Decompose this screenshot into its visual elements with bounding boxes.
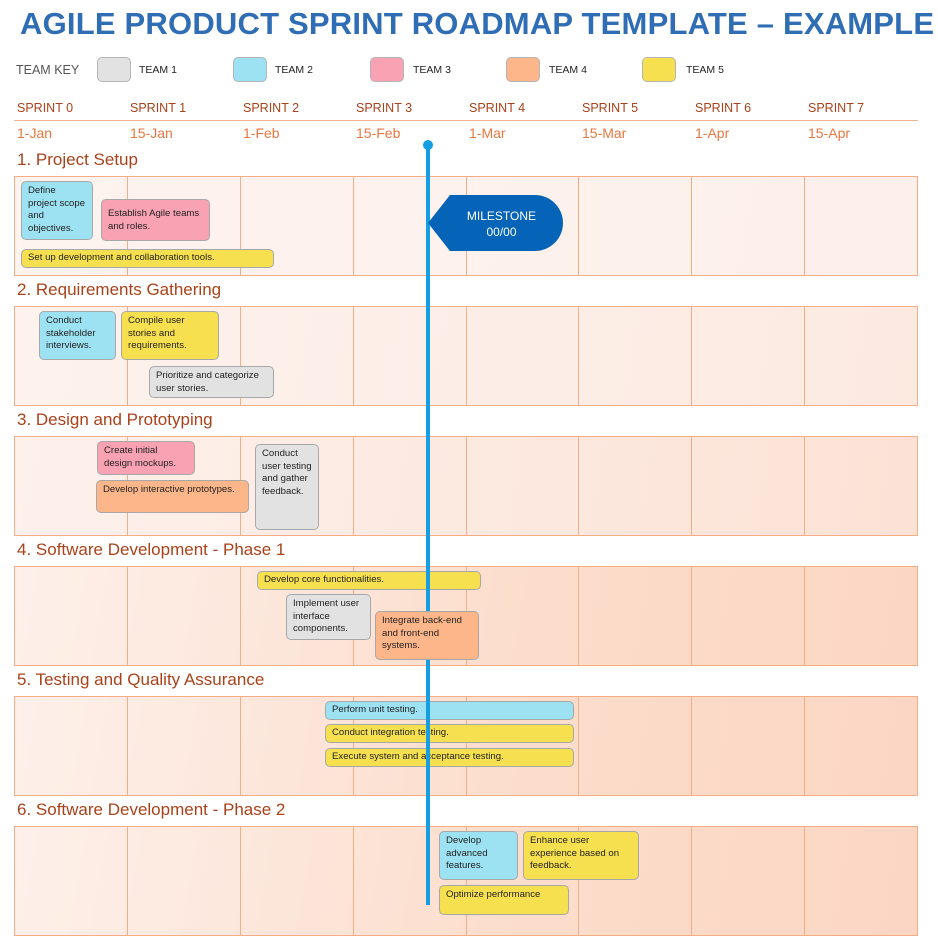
team-key-label: TEAM KEY (16, 63, 80, 77)
team-2-swatch (233, 57, 267, 82)
task-card[interactable]: Perform unit testing. (325, 701, 574, 720)
task-card[interactable]: Set up development and collaboration too… (21, 249, 274, 268)
task-card[interactable]: Conduct stakeholder interviews. (39, 311, 116, 360)
team-1-label: TEAM 1 (139, 64, 177, 76)
section-5-grid (14, 696, 918, 796)
team-5-swatch (642, 57, 676, 82)
task-card[interactable]: Enhance user experience based on feedbac… (523, 831, 639, 880)
milestone-label: MILESTONE (466, 209, 537, 223)
sprint-5-label: SPRINT 5 (582, 101, 639, 115)
team-1-swatch (97, 57, 131, 82)
task-card[interactable]: Develop advanced features. (439, 831, 518, 880)
sprint-5-date: 15-Mar (582, 125, 627, 141)
task-card[interactable]: Compile user stories and requirements. (121, 311, 219, 360)
task-card[interactable]: Conduct user testing and gather feedback… (255, 444, 319, 530)
task-card[interactable]: Establish Agile teams and roles. (101, 199, 210, 241)
task-card[interactable]: Define project scope and objectives. (21, 181, 93, 240)
milestone-shape (428, 195, 563, 251)
sprint-1-label: SPRINT 1 (130, 101, 187, 115)
task-card[interactable]: Create initial design mockups. (97, 441, 195, 475)
section-5-title: 5. Testing and Quality Assurance (17, 670, 265, 689)
milestone-date: 00/00 (486, 225, 517, 239)
section-6-title: 6. Software Development - Phase 2 (17, 800, 286, 819)
task-card[interactable]: Develop core functionalities. (257, 571, 481, 590)
team-2-label: TEAM 2 (275, 64, 313, 76)
section-4-title: 4. Software Development - Phase 1 (17, 540, 286, 559)
sprint-1-date: 15-Jan (130, 125, 173, 141)
task-card[interactable]: Implement user interface components. (286, 594, 371, 640)
team-4-swatch (506, 57, 540, 82)
sprint-6-label: SPRINT 6 (695, 101, 752, 115)
team-3-label: TEAM 3 (413, 64, 451, 76)
section-3-title: 3. Design and Prototyping (17, 410, 213, 429)
task-card[interactable]: Integrate back-end and front-end systems… (375, 611, 479, 660)
section-2-title: 2. Requirements Gathering (17, 280, 222, 299)
sprint-4-label: SPRINT 4 (469, 101, 526, 115)
sprint-4-date: 1-Mar (469, 125, 506, 141)
task-card[interactable]: Develop interactive prototypes. (96, 480, 249, 513)
task-card[interactable]: Execute system and acceptance testing. (325, 748, 574, 767)
sprint-2-label: SPRINT 2 (243, 101, 300, 115)
milestone-line (426, 145, 430, 905)
section-1-title: 1. Project Setup (17, 150, 138, 169)
sprint-3-label: SPRINT 3 (356, 101, 413, 115)
header-divider (14, 120, 918, 121)
team-3-swatch (370, 57, 404, 82)
task-card[interactable]: Optimize performance (439, 885, 569, 915)
sprint-2-date: 1-Feb (243, 125, 280, 141)
sprint-0-label: SPRINT 0 (17, 101, 74, 115)
sprint-0-date: 1-Jan (17, 125, 53, 141)
task-card[interactable]: Conduct integration testing. (325, 724, 574, 743)
team-5-label: TEAM 5 (686, 64, 724, 76)
sprint-6-date: 1-Apr (695, 125, 730, 141)
task-card[interactable]: Prioritize and categorize user stories. (149, 366, 274, 398)
sprint-3-date: 15-Feb (356, 125, 401, 141)
milestone-marker[interactable]: MILESTONE 00/00 (428, 195, 563, 251)
page-title: AGILE PRODUCT SPRINT ROADMAP TEMPLATE – … (20, 6, 935, 41)
sprint-7-label: SPRINT 7 (808, 101, 865, 115)
sprint-7-date: 15-Apr (808, 125, 851, 141)
team-4-label: TEAM 4 (549, 64, 587, 76)
milestone-line-dot (423, 140, 433, 150)
